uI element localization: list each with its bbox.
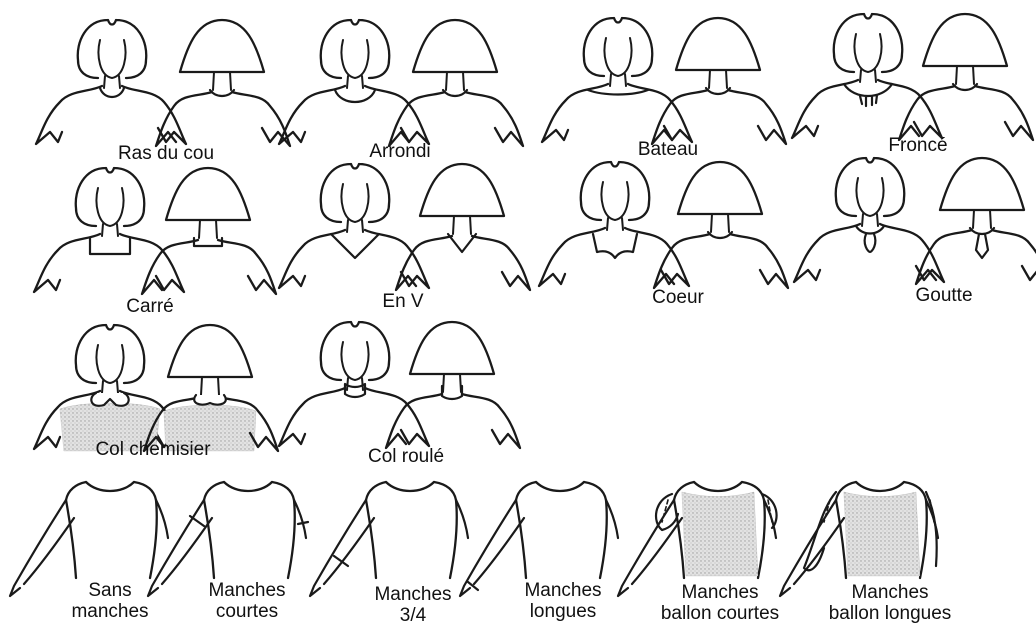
- figure-goutte: [792, 156, 1036, 286]
- figure-coeur: [537, 160, 790, 290]
- label-manches-ballon-courtes: Manches ballon courtes: [661, 582, 779, 624]
- label-line: manches: [71, 601, 149, 622]
- label-line: 3/4: [399, 605, 427, 626]
- label-arrondi: Arrondi: [369, 141, 431, 162]
- sleeve-figure-manches-ballon-longues: [778, 480, 940, 598]
- label-line: Sans: [88, 580, 132, 601]
- label-manches-ballon-longues: Manches ballon longues: [829, 582, 952, 624]
- sleeve-figure-manches-ballon-courtes: [616, 480, 778, 598]
- label-line: Manches: [851, 582, 929, 603]
- figure-bateau: [540, 16, 788, 146]
- label-goutte: Goutte: [915, 285, 973, 306]
- figure-fronce: [790, 12, 1035, 142]
- label-sans-manches: Sans manches: [71, 580, 148, 622]
- label-line: ballon courtes: [660, 603, 780, 624]
- figure-en-v: [277, 162, 532, 292]
- sleeve-figure-manches-3-4: [308, 480, 470, 598]
- label-bateau: Bateau: [637, 139, 699, 160]
- label-manches-courtes: Manches courtes: [208, 580, 285, 622]
- label-ras-du-cou: Ras du cou: [117, 143, 215, 164]
- label-col-chemisier: Col chemisier: [95, 439, 211, 460]
- label-line: Manches: [681, 582, 759, 603]
- sleeve-figure-manches-courtes: [146, 480, 310, 598]
- sleeve-figure-manches-longues: [458, 480, 620, 598]
- label-manches-longues: Manches longues: [524, 580, 601, 622]
- figure-col-roule: [277, 320, 522, 450]
- label-line: Manches: [524, 580, 602, 601]
- label-line: Manches: [374, 584, 452, 605]
- figure-arrondi: [277, 18, 525, 148]
- label-fronce: Froncé: [888, 135, 948, 156]
- label-manches-3-4: Manches 3/4: [374, 584, 451, 626]
- figure-col-chemisier: [32, 323, 280, 453]
- label-col-roule: Col roulé: [367, 446, 445, 467]
- label-line: courtes: [215, 601, 279, 622]
- label-coeur: Coeur: [652, 287, 704, 308]
- figure-ras-du-cou: [34, 18, 292, 148]
- label-line: Manches: [208, 580, 286, 601]
- sleeve-figure-sans-manches: [8, 480, 170, 598]
- label-line: ballon longues: [828, 603, 952, 624]
- label-carre: Carré: [126, 296, 174, 317]
- figure-carre: [32, 166, 278, 296]
- label-en-v: En V: [382, 291, 424, 312]
- label-line: longues: [529, 601, 597, 622]
